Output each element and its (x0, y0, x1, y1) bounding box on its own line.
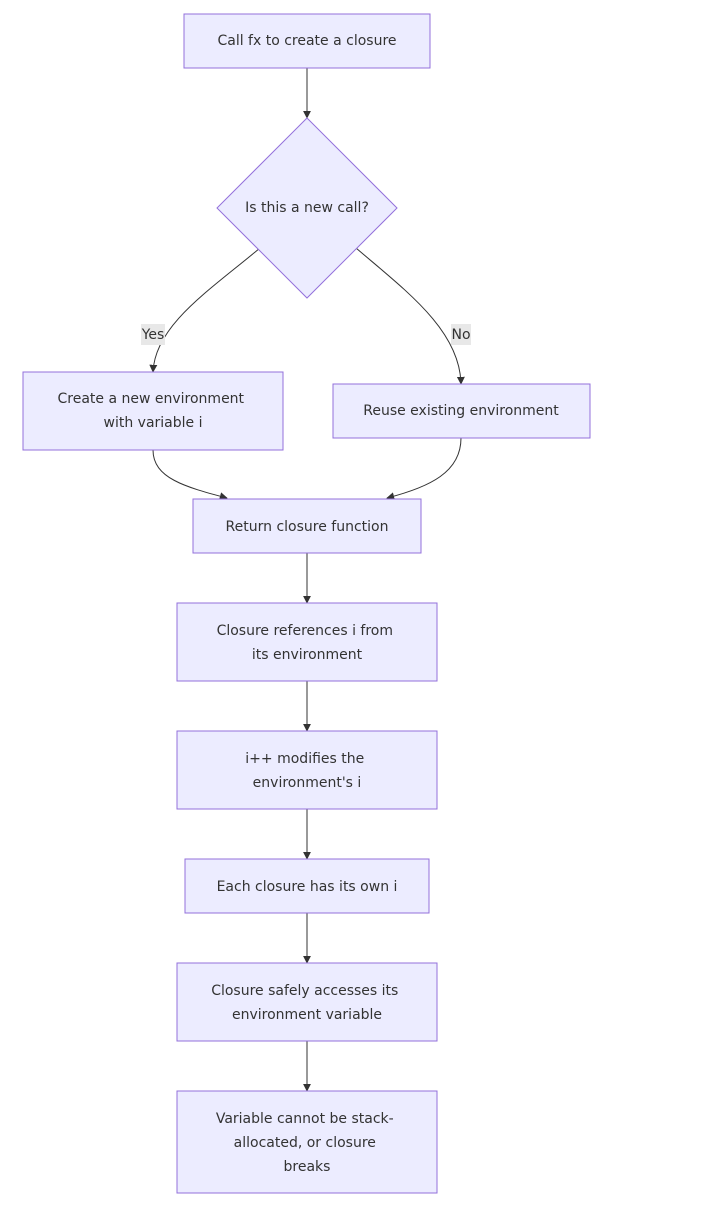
edge-create-to-return (152, 449, 228, 501)
node-return-closure-label: Return closure function (226, 519, 389, 535)
svg-text:Yes: Yes (141, 327, 165, 343)
node-decision-label: Is this a new call? (245, 200, 369, 216)
edge-decision-yes (149, 247, 261, 373)
node-reuse-env-label: Reuse existing environment (363, 403, 559, 419)
edge-decision-no (355, 247, 465, 385)
node-modifies-label: i++ modifies the environment's i (245, 747, 368, 791)
node-create-env-label: Create a new environment with variable i (58, 387, 249, 431)
edge-label-yes: Yes (141, 324, 165, 345)
svg-text:No: No (451, 327, 470, 343)
node-safe-access: Closure safely accesses its environment … (176, 962, 438, 1042)
node-safe-access-label: Closure safely accesses its environment … (211, 979, 403, 1023)
node-own-i-label: Each closure has its own i (217, 879, 398, 895)
edge-reuse-to-return (386, 437, 462, 501)
node-stack: Variable cannot be stack- allocated, or … (176, 1090, 438, 1194)
node-create-env: Create a new environment with variable i (22, 371, 284, 451)
node-decision: Is this a new call? (216, 117, 398, 299)
node-references-label: Closure references i from its environmen… (217, 619, 398, 663)
node-modifies: i++ modifies the environment's i (176, 730, 438, 810)
node-return-closure: Return closure function (192, 498, 422, 554)
node-stack-label: Variable cannot be stack- allocated, or … (216, 1107, 398, 1175)
node-own-i: Each closure has its own i (184, 858, 430, 914)
node-start: Call fx to create a closure (183, 13, 431, 69)
node-reuse-env: Reuse existing environment (332, 383, 591, 439)
node-references: Closure references i from its environmen… (176, 602, 438, 682)
node-start-label: Call fx to create a closure (217, 33, 396, 49)
edge-label-no: No (451, 324, 471, 345)
edges (149, 68, 465, 1092)
